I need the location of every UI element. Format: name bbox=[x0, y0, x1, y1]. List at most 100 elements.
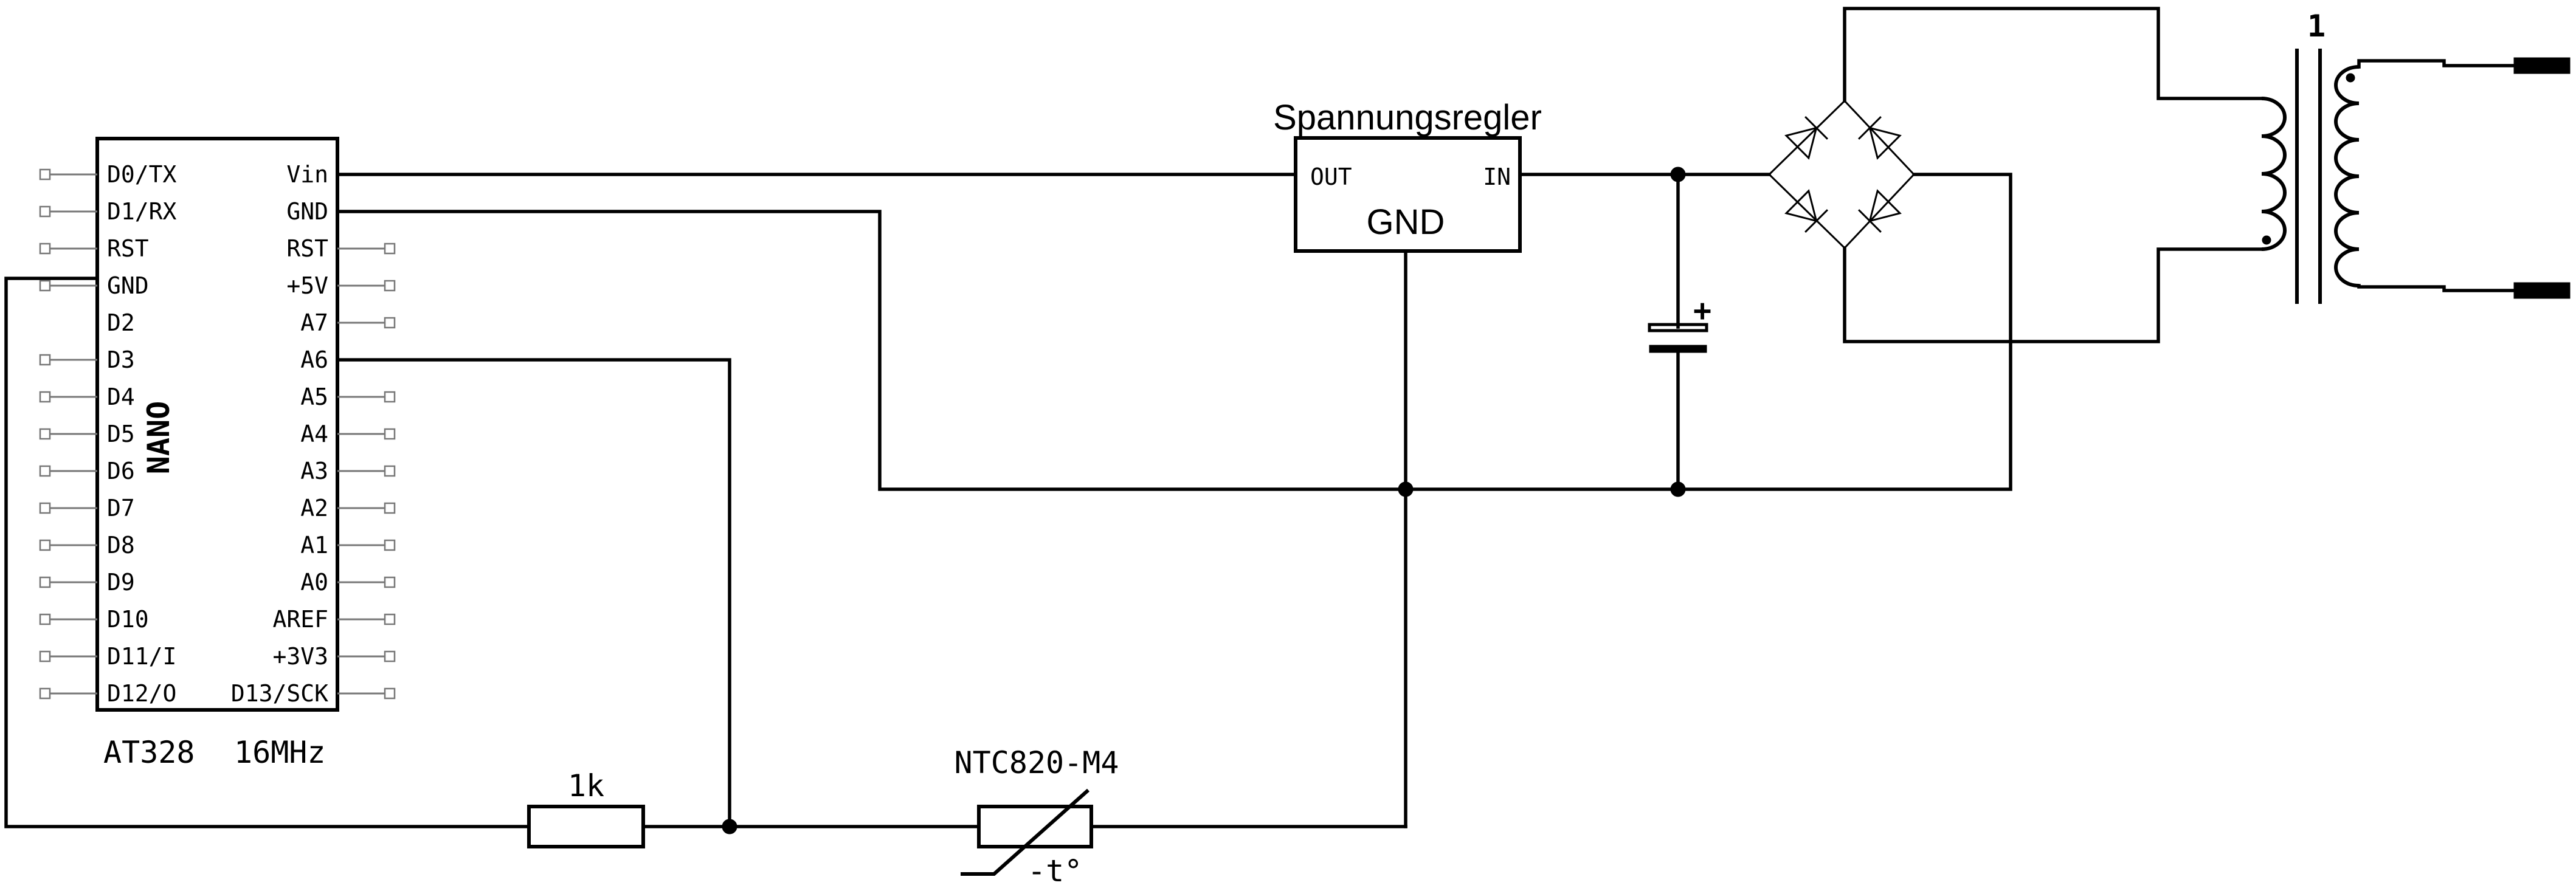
pin-terminal bbox=[384, 280, 396, 292]
pin-terminal bbox=[39, 354, 51, 366]
junction-dot bbox=[1398, 481, 1414, 497]
right-pin-label: A6 bbox=[300, 346, 328, 373]
pin-terminal bbox=[39, 613, 51, 625]
capacitor-polarity: + bbox=[1693, 293, 1711, 328]
arduino-nano: D0/TXD1/RXRSTGNDD2D3D4D5D6D7D8D9D10D11/I… bbox=[39, 137, 396, 770]
right-pin-label: AREF bbox=[272, 606, 328, 633]
left-pin-label: D11/I bbox=[107, 643, 176, 670]
diode-bottom-left bbox=[1784, 189, 1829, 233]
transformer: 1 bbox=[2261, 9, 2360, 304]
resistor-body bbox=[527, 805, 645, 848]
right-pin-label: A3 bbox=[300, 458, 328, 484]
right-pin-label: A5 bbox=[300, 384, 328, 410]
right-pin-label: D13/SCK bbox=[231, 680, 328, 707]
left-pin-label: D0/TX bbox=[107, 161, 177, 188]
thermistor-temp-label: -t° bbox=[1027, 853, 1082, 889]
left-pin-labels: D0/TXD1/RXRSTGNDD2D3D4D5D6D7D8D9D10D11/I… bbox=[107, 161, 177, 707]
pin-terminal bbox=[39, 391, 51, 403]
regulator-body bbox=[1294, 136, 1522, 253]
left-pin-label: D12/O bbox=[107, 680, 176, 707]
pin-terminal bbox=[39, 650, 51, 662]
resistor-value: 1k bbox=[568, 768, 604, 803]
regulator-out-label: OUT bbox=[1310, 163, 1352, 190]
left-pin-label: D5 bbox=[107, 421, 135, 447]
wire-prim-top bbox=[2357, 59, 2516, 69]
right-pin-label: A2 bbox=[300, 495, 328, 521]
left-pin-label: D4 bbox=[107, 384, 135, 410]
transformer-secondary-coil bbox=[2261, 97, 2287, 251]
wires bbox=[4, 7, 2516, 828]
diode-top-left bbox=[1784, 115, 1829, 160]
left-pin-label: D6 bbox=[107, 458, 135, 484]
right-pin-label: +3V3 bbox=[272, 643, 328, 670]
arduino-name: NANO bbox=[141, 401, 176, 474]
right-pin-label: A1 bbox=[300, 532, 328, 559]
capacitor-plate-top bbox=[1648, 323, 1708, 332]
right-pin-label: +5V bbox=[286, 272, 328, 299]
left-pin-label: D1/RX bbox=[107, 198, 177, 225]
pin-terminal bbox=[384, 317, 396, 329]
pin-terminal bbox=[384, 502, 396, 514]
left-pin-label: D8 bbox=[107, 532, 135, 559]
right-pin-label: A7 bbox=[300, 309, 328, 336]
wire-ac-bottom bbox=[1843, 246, 2263, 343]
thermistor-value: NTC820-M4 bbox=[955, 745, 1119, 780]
bridge-rectifier bbox=[1767, 99, 1916, 250]
left-pin-label: GND bbox=[107, 272, 149, 299]
transformer-dot-secondary bbox=[2262, 235, 2271, 245]
diode-bottom-right bbox=[1857, 189, 1902, 233]
pin-terminal bbox=[39, 502, 51, 514]
mains-plug-bottom bbox=[2513, 282, 2571, 299]
pin-terminal bbox=[384, 391, 396, 403]
junction-dot bbox=[722, 819, 737, 834]
pin-terminal bbox=[384, 576, 396, 588]
wire-prim-bottom bbox=[2357, 284, 2516, 292]
right-pin-stubs bbox=[337, 243, 396, 700]
right-pin-label: A4 bbox=[300, 421, 328, 447]
arduino-clock-label: 16MHz bbox=[234, 735, 326, 770]
wire-d2 bbox=[4, 277, 531, 828]
left-pin-label: RST bbox=[107, 235, 149, 262]
wire-gnd bbox=[336, 173, 2012, 491]
capacitor-plate-bottom bbox=[1649, 345, 1707, 353]
pin-terminal bbox=[39, 687, 51, 700]
pin-terminal bbox=[384, 613, 396, 625]
diode-top-right bbox=[1857, 115, 1902, 160]
left-pin-label: D2 bbox=[107, 309, 135, 336]
pin-terminal bbox=[384, 650, 396, 662]
wire-a6 bbox=[336, 358, 731, 828]
electrolytic-capacitor: + bbox=[1648, 293, 1711, 353]
junction-dot bbox=[1670, 481, 1686, 497]
pin-terminal bbox=[384, 465, 396, 477]
arduino-body bbox=[95, 137, 339, 712]
pin-terminal bbox=[39, 465, 51, 477]
junctions bbox=[722, 167, 1686, 834]
right-pin-label: GND bbox=[286, 198, 328, 225]
pin-terminal bbox=[384, 539, 396, 551]
pin-terminal bbox=[39, 243, 51, 255]
voltage-regulator: Spannungsregler OUT IN GND bbox=[1273, 98, 1542, 253]
junction-dot bbox=[1670, 167, 1686, 182]
left-pin-label: D7 bbox=[107, 495, 135, 521]
pin-terminal bbox=[39, 428, 51, 440]
pin-terminal bbox=[384, 243, 396, 255]
arduino-chip-label: AT328 bbox=[103, 735, 195, 770]
pin-terminal bbox=[39, 280, 51, 292]
pin-terminal bbox=[384, 687, 396, 700]
thermistor-body bbox=[977, 805, 1093, 848]
thermistor-slash bbox=[961, 788, 1089, 876]
left-pin-label: D10 bbox=[107, 606, 149, 633]
transformer-dot-primary bbox=[2346, 73, 2355, 83]
pin-terminal bbox=[39, 205, 51, 218]
regulator-gnd-label: GND bbox=[1367, 202, 1445, 242]
pin-terminal bbox=[39, 168, 51, 181]
left-pin-stubs bbox=[39, 168, 97, 700]
transformer-primary-coil bbox=[2334, 65, 2360, 287]
right-pin-labels: VinGNDRST+5VA7A6A5A4A3A2A1A0AREF+3V3D13/… bbox=[231, 161, 328, 707]
right-pin-label: A0 bbox=[300, 569, 328, 596]
regulator-in-label: IN bbox=[1483, 163, 1511, 190]
mains-plug-top bbox=[2513, 57, 2571, 74]
rectifier-outline bbox=[1767, 99, 1916, 250]
resistor-1k: 1k bbox=[527, 768, 645, 848]
